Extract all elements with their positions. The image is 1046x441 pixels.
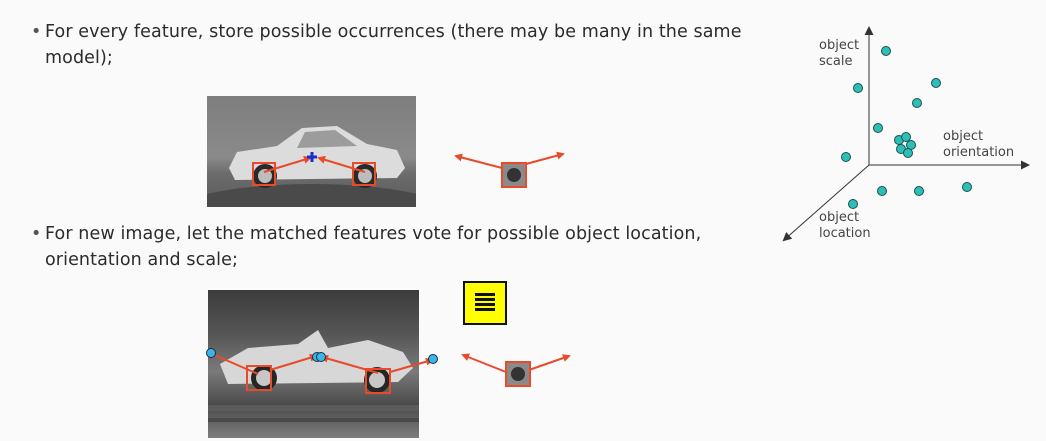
vote-point — [881, 46, 891, 56]
feature-patch-content — [507, 168, 521, 182]
bullet-text: For new image, let the matched features … — [45, 224, 702, 270]
bullet-new-image-vote: • For new image, let the matched feature… — [31, 221, 745, 273]
vote-point — [848, 199, 858, 209]
vote-point — [903, 148, 913, 158]
vote-point — [841, 152, 851, 162]
vote-arrow — [320, 354, 379, 374]
vote-point — [962, 182, 972, 192]
vote-point — [901, 132, 911, 142]
vote-space-plot — [782, 26, 1030, 242]
feature-box — [252, 162, 276, 186]
bullet-text: For every feature, store possible occurr… — [45, 22, 742, 68]
menu-icon — [475, 293, 495, 313]
vote-arrow — [269, 353, 318, 371]
vote-point — [853, 83, 863, 93]
occurrence-arrow — [454, 153, 503, 169]
bullet-marker: • — [31, 224, 42, 244]
vote-point — [931, 78, 941, 88]
feature-patch-content — [511, 367, 525, 381]
car-model-image — [207, 96, 416, 207]
feature-occurrences — [454, 151, 565, 188]
feature-box — [365, 368, 391, 394]
vote-point — [873, 123, 883, 133]
feature-occurrences-2 — [461, 353, 571, 387]
vote-point — [428, 354, 438, 364]
vote-point — [914, 186, 924, 196]
axis-label-location: object location — [819, 210, 871, 241]
menu-button[interactable] — [463, 281, 507, 325]
feature-patch — [505, 361, 531, 387]
bullet-marker: • — [31, 22, 42, 42]
feature-box — [246, 365, 272, 391]
model-features — [252, 152, 376, 186]
car-model-drawing — [207, 126, 416, 207]
query-votes — [206, 348, 438, 394]
occurrence-arrow — [461, 353, 507, 373]
vote-point — [316, 352, 326, 362]
bullet-store-occurrences: • For every feature, store possible occu… — [31, 19, 745, 71]
axis-label-scale: object scale — [819, 38, 860, 69]
axis-label-orientation: object orientation — [943, 129, 1015, 160]
occurrence-arrow — [528, 354, 571, 371]
vote-point — [912, 98, 922, 108]
occurrence-arrow — [525, 151, 565, 165]
feature-box — [352, 162, 376, 186]
vote-points — [841, 46, 972, 209]
object-center-mark — [307, 152, 317, 162]
vote-line — [211, 353, 259, 375]
vote-point — [877, 186, 887, 196]
vote-arrow — [389, 357, 434, 373]
vote-point — [206, 348, 216, 358]
vote-arrow — [317, 155, 366, 173]
location-axis — [782, 164, 870, 242]
vote-arrow — [263, 155, 312, 173]
